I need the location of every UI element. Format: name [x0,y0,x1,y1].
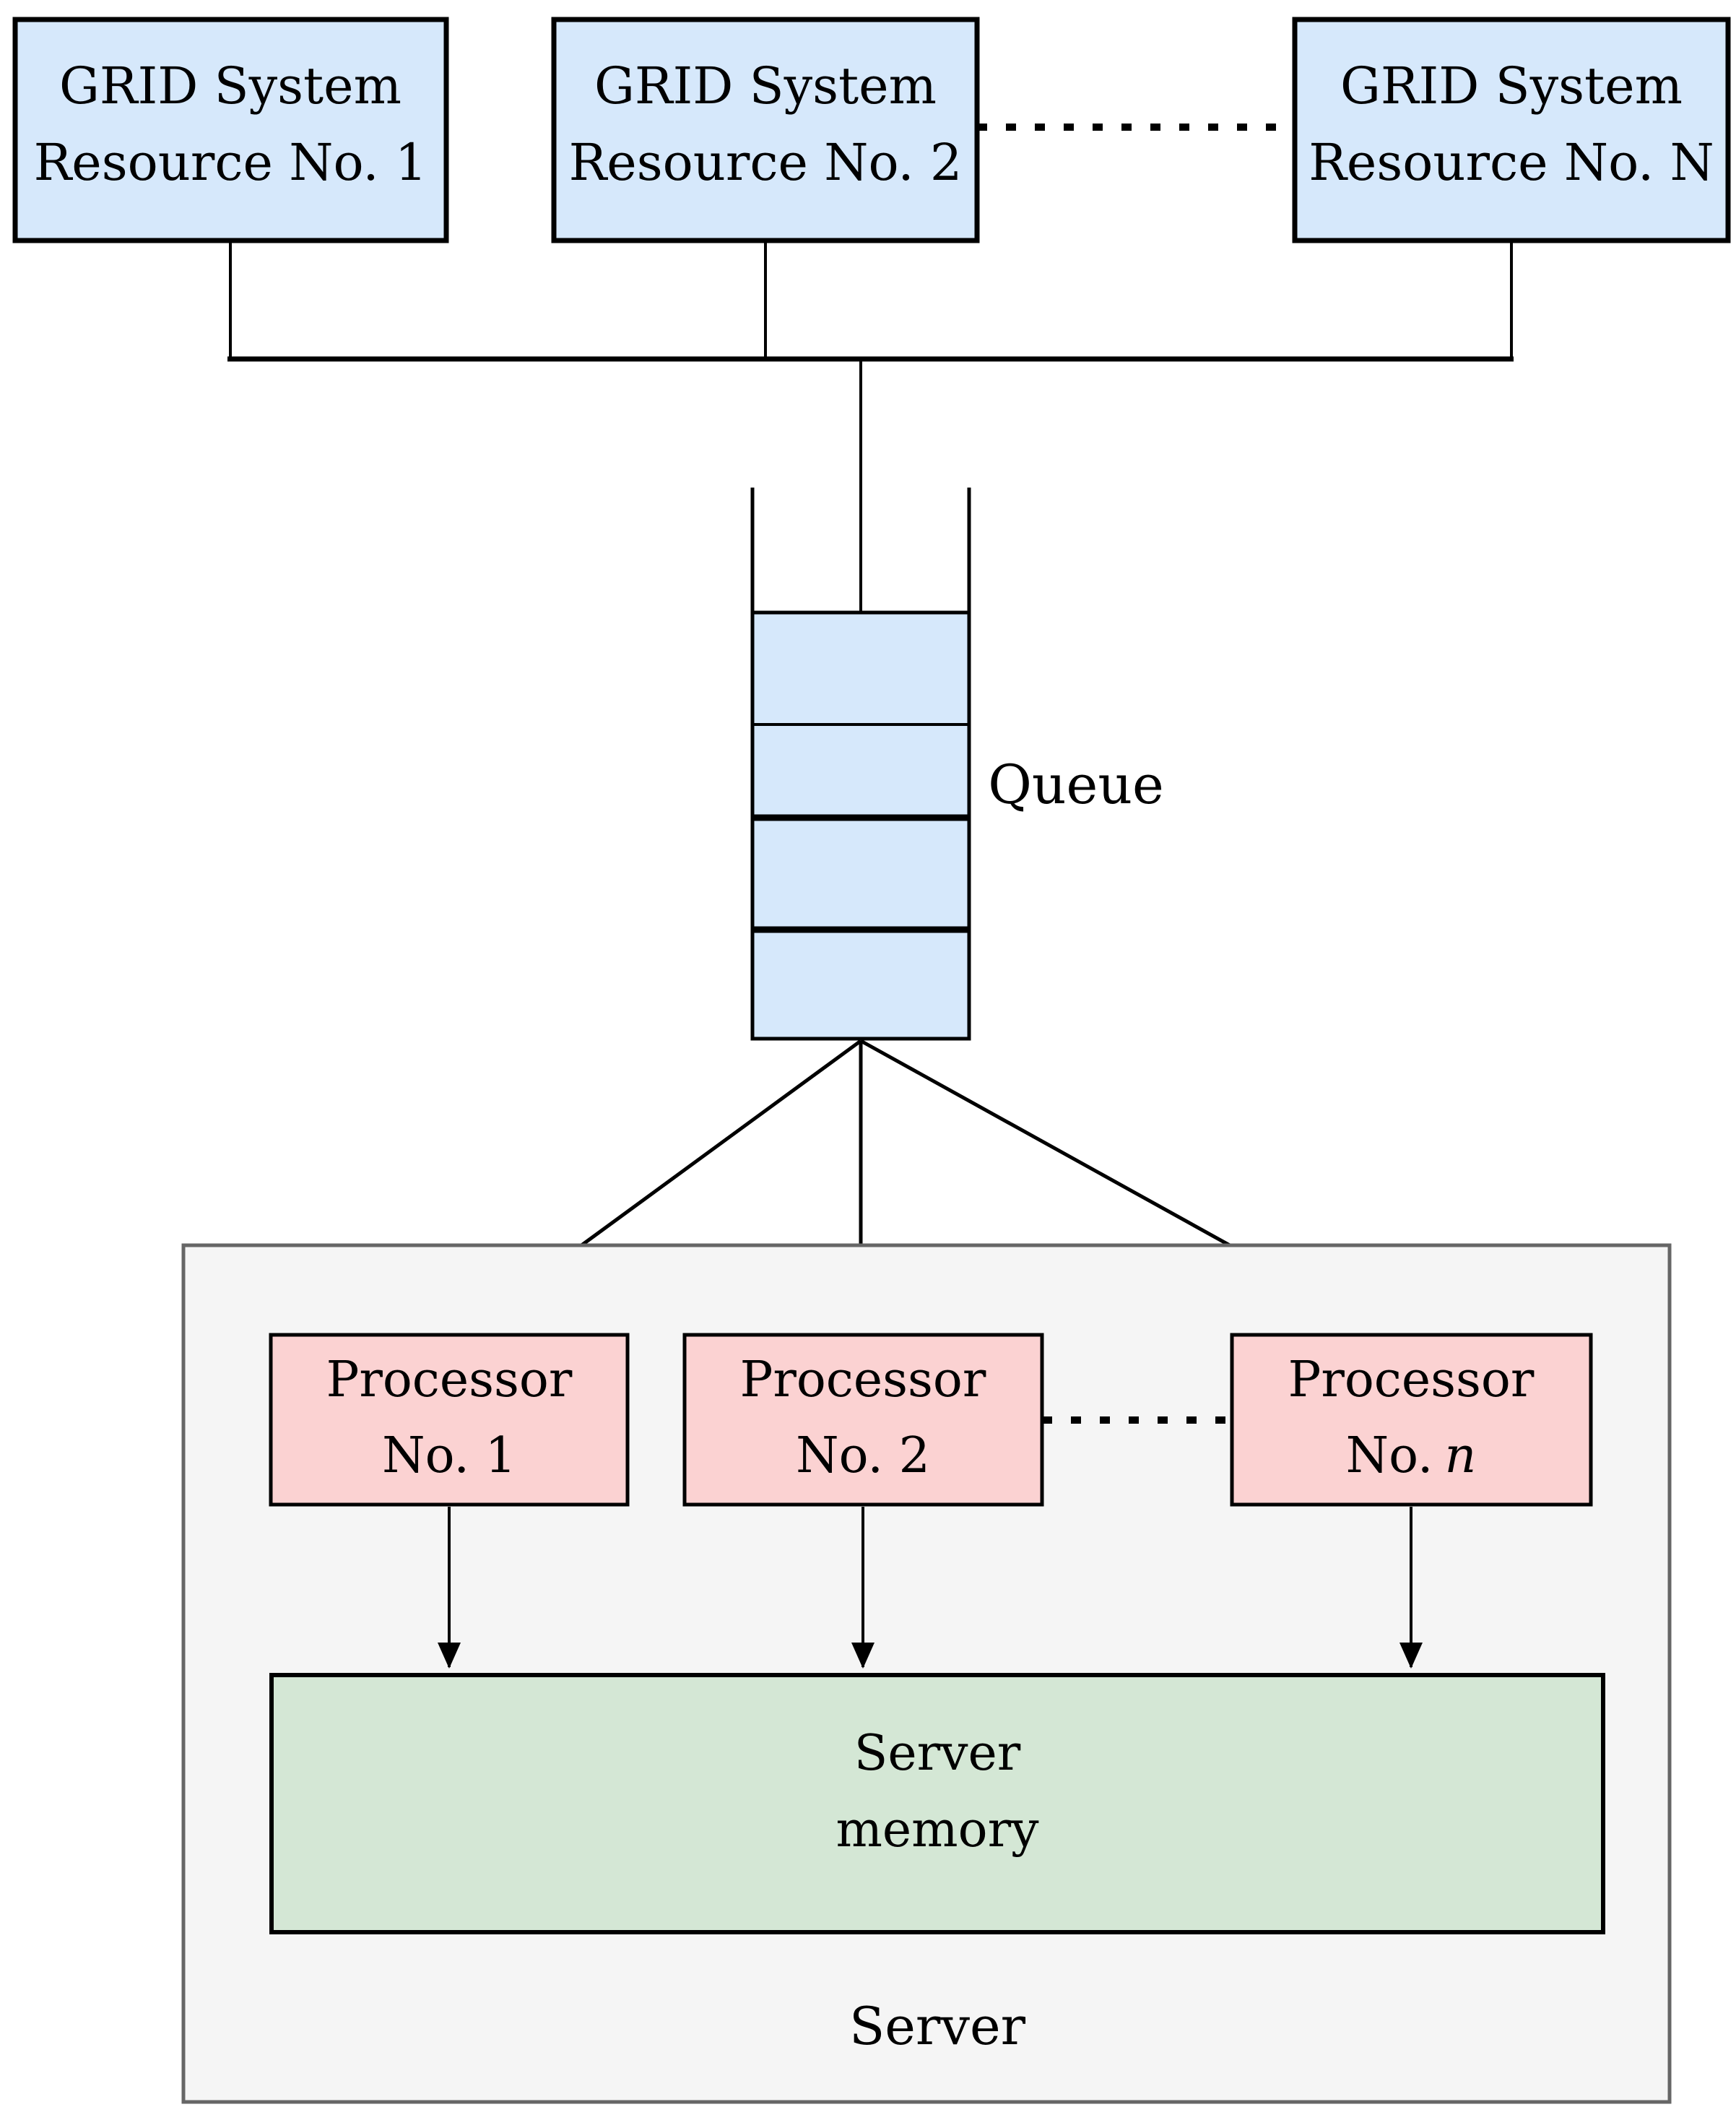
processor-1: Processor No. 1 [269,1333,630,1507]
grid-resource-2-box [551,17,980,243]
grid-resource-1-label-line1: GRID System [59,56,402,116]
grid-resource-1: GRID System Resource No. 1 [12,17,449,243]
server-memory-box [269,1673,1605,1934]
grid-resource-2-label-line2: Resource No. 2 [569,133,963,192]
processor-n-box [1230,1333,1593,1507]
processor-1-box [269,1333,630,1507]
server-memory: Server memory [269,1673,1605,1934]
processor-to-memory-arrows [438,1507,1423,1669]
processor-1-label-line1: Processor [326,1351,573,1409]
processor-2: Processor No. 2 [682,1333,1044,1507]
processor-n-label-line2: No.n [1346,1427,1477,1484]
server-label: Server [849,1996,1026,2056]
queue-mouth [750,488,971,613]
processor-n: Processor No.n [1230,1333,1593,1507]
grid-resource-n: GRID System Resource No. N [1292,17,1731,243]
grid-resource-1-label-line2: Resource No. 1 [34,133,428,192]
grid-resource-n-label-line1: GRID System [1340,56,1683,116]
grid-resource-1-box [12,17,449,243]
processor-n-label-n-italic: n [1445,1427,1477,1484]
resource-to-queue-connectors [227,241,1514,613]
processor-n-label-line1: Processor [1288,1351,1535,1409]
processor-2-box [682,1333,1044,1507]
processor-2-label-line2: No. 2 [796,1427,930,1484]
processor-n-label-no: No. [1346,1427,1433,1484]
server-memory-label-line2: memory [836,1801,1039,1859]
grid-resource-n-label-line2: Resource No. N [1308,133,1714,192]
server-memory-label-line1: Server [854,1725,1021,1782]
queue: Queue [750,610,1164,1041]
processor-1-label-line2: No. 1 [382,1427,516,1484]
queue-box [750,610,971,1041]
grid-resource-n-box [1292,17,1731,243]
grid-resource-2-label-line1: GRID System [594,56,937,116]
queue-label: Queue [988,754,1164,816]
grid-resource-2: GRID System Resource No. 2 [551,17,980,243]
processor-2-label-line1: Processor [740,1351,986,1409]
